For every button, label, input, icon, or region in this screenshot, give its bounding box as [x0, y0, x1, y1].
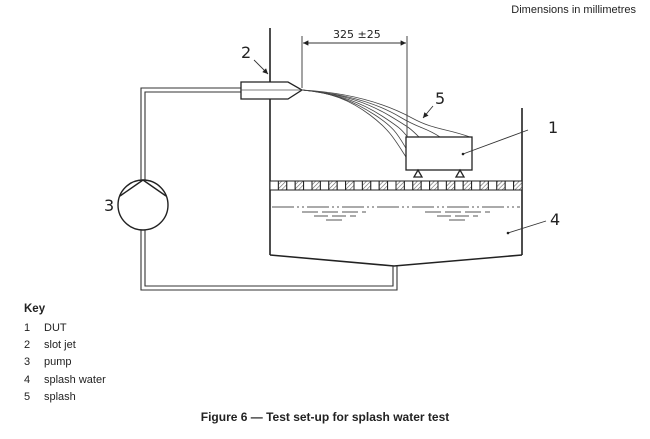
- grating-cell: [462, 180, 473, 191]
- key-item: 1 DUT: [24, 319, 106, 336]
- grating-cell: [479, 180, 489, 191]
- dut-leader-dot: [461, 152, 465, 156]
- grating-cell: [345, 180, 355, 191]
- callout-5: 5: [435, 89, 445, 108]
- tank-bottom: [269, 254, 523, 267]
- key-number: 3: [24, 356, 31, 369]
- grating-cell: [445, 180, 456, 191]
- key-label: slot jet: [44, 338, 76, 351]
- grating-cell: [429, 180, 439, 191]
- key-number: 1: [24, 321, 31, 334]
- grating-cell: [471, 180, 481, 191]
- grating-cell: [437, 180, 447, 191]
- grating-cell: [487, 180, 498, 191]
- grating-cell: [294, 180, 305, 191]
- grating-cell: [303, 180, 313, 191]
- grating-cell: [496, 180, 506, 191]
- key-label: splash: [44, 390, 76, 403]
- key-item: 3 pump: [24, 354, 106, 371]
- key-number: 4: [24, 373, 31, 386]
- grating-cell: [504, 180, 515, 191]
- dimensions-note: Dimensions in millimetres: [511, 4, 636, 16]
- grating-cell: [336, 180, 347, 191]
- grating-cell: [387, 180, 397, 191]
- grating-cell: [513, 180, 523, 191]
- pipe: [140, 87, 398, 291]
- grating-cell: [319, 180, 330, 191]
- grating-cell: [370, 180, 380, 191]
- grating-cell: [403, 180, 414, 191]
- figure-caption: Figure 6 — Test set-up for splash water …: [200, 410, 450, 424]
- grating-cell: [269, 180, 279, 191]
- dimension-label: 325 ±25: [333, 28, 381, 41]
- key-number: 2: [24, 338, 31, 351]
- tank: [269, 28, 523, 267]
- grating-cell: [412, 180, 422, 191]
- grating-cell: [361, 180, 372, 191]
- water-leader-dot: [506, 231, 510, 235]
- callout-4: 4: [550, 210, 560, 229]
- grating-cell: [395, 180, 405, 191]
- callout-1: 1: [548, 118, 558, 137]
- grating-cell: [311, 180, 321, 191]
- grating-cell: [328, 180, 338, 191]
- grating-cell: [420, 180, 431, 191]
- grating-cell: [286, 180, 296, 191]
- splash-streams: [301, 89, 471, 158]
- grating-cell: [277, 180, 288, 191]
- grating-cell: [454, 180, 464, 191]
- key-label: splash water: [44, 373, 106, 386]
- dut: [405, 136, 473, 178]
- key-item: 2 slot jet: [24, 336, 106, 353]
- callout-2: 2: [241, 43, 251, 62]
- slot-jet: [240, 81, 304, 100]
- grating-cell: [378, 180, 389, 191]
- splash-test-diagram: 325 ±25 2 5 1 3 4: [104, 28, 560, 291]
- leaders: [253, 59, 547, 234]
- key-item: 4 splash water: [24, 371, 106, 388]
- key-label: pump: [44, 356, 72, 369]
- key-title: Key: [24, 303, 46, 315]
- dimension-325: [301, 36, 408, 150]
- grating-cell: [353, 180, 363, 191]
- key-item: 5 splash: [24, 388, 106, 405]
- grating: [269, 180, 523, 191]
- key-number: 5: [24, 390, 31, 403]
- pump-symbol: [117, 179, 169, 231]
- water-surface: [272, 206, 520, 221]
- callout-3: 3: [104, 196, 114, 215]
- key-legend: Key 1 DUT 2 slot jet 3 pump 4 splash water 5…: [24, 303, 106, 405]
- key-label: DUT: [44, 321, 67, 334]
